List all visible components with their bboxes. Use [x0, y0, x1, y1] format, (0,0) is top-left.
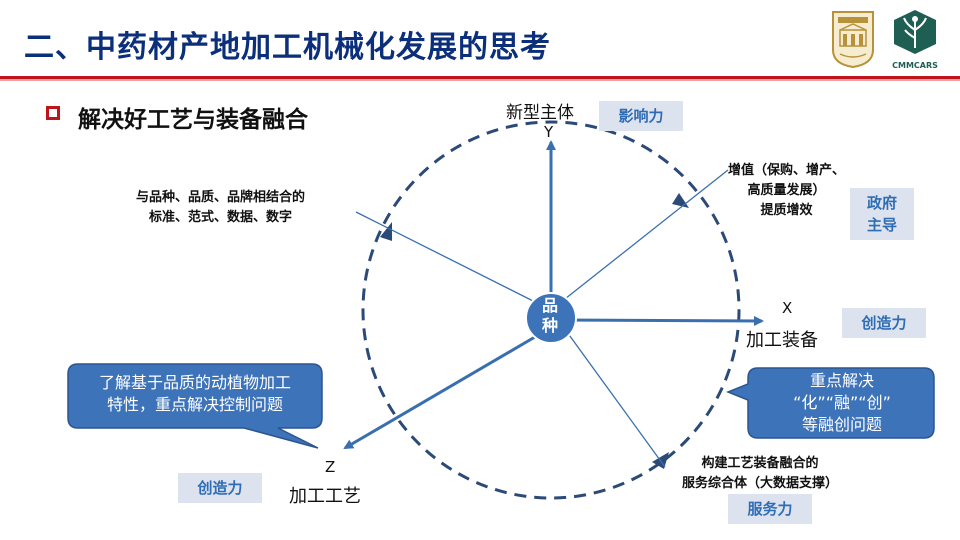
- left-callout-line-2: 特性，重点解决控制问题: [106, 395, 283, 414]
- cmmcars-logo: CMMCARS: [888, 8, 942, 74]
- right-callout-text: 重点解决 “化”“融”“创” 等融创问题: [750, 370, 934, 436]
- upper-right-ray: [550, 169, 729, 311]
- right-callout-shape: [725, 367, 935, 439]
- lower-right-annotation: 构建工艺装备融合的 服务综合体（大数据支撑）: [682, 454, 838, 494]
- cmmcars-logo-text: CMMCARS: [892, 61, 938, 70]
- title-rule: [0, 76, 960, 79]
- left-callout-text: 了解基于品质的动植物加工 特性，重点解决控制问题: [70, 372, 320, 416]
- lower-right-annotation-line-1: 构建工艺装备融合的: [701, 456, 819, 471]
- y-axis-name: 新型主体: [506, 103, 574, 123]
- upper-left-annotation-line-1: 与品种、品质、品牌相结合的: [136, 190, 306, 205]
- circle-arrowhead-upper-left: [380, 222, 392, 241]
- z-axis-arrow: [343, 332, 541, 450]
- section-heading: 解决好工艺与装备融合: [78, 107, 308, 133]
- center-node: [525, 292, 577, 344]
- lower-right-annotation-line-2: 服务综合体（大数据支撑）: [682, 476, 839, 491]
- z-axis-letter: Z: [325, 458, 336, 476]
- x-creativity-tag: 创造力: [842, 308, 926, 338]
- left-callout-shape: [67, 363, 323, 449]
- government-lead-tag: 政府 主导: [850, 188, 914, 240]
- z-creativity-tag: 创造力: [178, 473, 262, 503]
- bullet-square-icon: [46, 106, 60, 120]
- upper-right-annotation-line-3: 提质增效: [760, 203, 813, 218]
- cacms-logo: [832, 11, 874, 68]
- center-label-line-1: 品: [541, 296, 558, 315]
- right-callout-line-3: 等融创问题: [801, 415, 882, 434]
- title-rule-shadow: [0, 79, 960, 81]
- center-label-line-2: 种: [541, 316, 558, 335]
- x-axis-letter: X: [782, 299, 793, 317]
- right-callout-line-1: 重点解决: [809, 371, 874, 390]
- upper-right-annotation-line-1: 增值（保购、增产、: [728, 163, 846, 178]
- upper-left-annotation: 与品种、品质、品牌相结合的 标准、范式、数据、数字: [136, 188, 305, 228]
- upper-left-ray: [355, 211, 552, 311]
- left-callout-line-1: 了解基于品质的动植物加工: [98, 373, 291, 392]
- slide-title: 二、中药材产地加工机械化发展的思考: [24, 30, 551, 65]
- government-tag-line-1: 政府: [866, 194, 897, 212]
- y-axis-letter: Y: [544, 123, 554, 141]
- right-callout-line-2: “化”“融”“创”: [793, 393, 891, 412]
- center-node-label: 品 种: [526, 296, 574, 336]
- x-axis-name: 加工装备: [746, 330, 818, 351]
- circle-arrowhead-upper-right: [672, 193, 689, 208]
- z-axis-name: 加工工艺: [289, 486, 361, 507]
- x-axis-arrow: [559, 315, 764, 326]
- lower-right-ray: [550, 309, 666, 468]
- service-tag: 服务力: [728, 494, 812, 524]
- upper-left-annotation-line-2: 标准、范式、数据、数字: [149, 210, 293, 225]
- herb-emblem-icon: [894, 10, 936, 54]
- upper-right-annotation: 增值（保购、增产、 高质量发展） 提质增效: [728, 161, 845, 221]
- upper-right-annotation-line-2: 高质量发展）: [747, 183, 826, 198]
- government-tag-line-2: 主导: [866, 216, 897, 234]
- y-influence-tag: 影响力: [599, 101, 683, 131]
- dashed-circle: [361, 120, 741, 500]
